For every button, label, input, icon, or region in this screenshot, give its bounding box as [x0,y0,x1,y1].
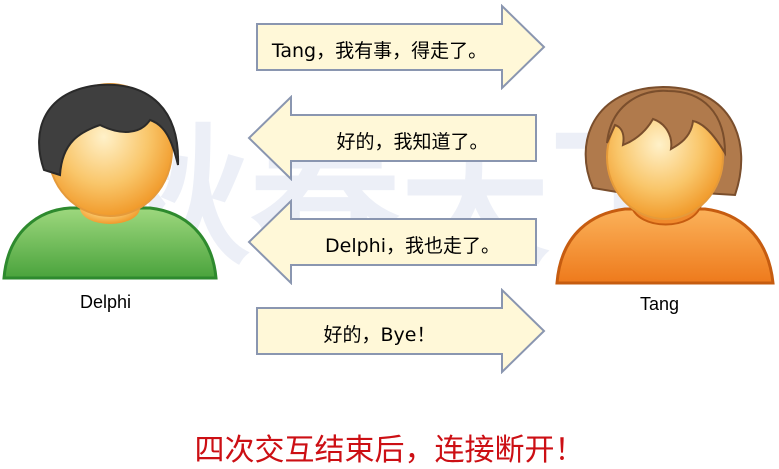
message-arrow-1 [256,4,546,90]
tang-person-icon [555,85,775,285]
message-arrow-4 [256,288,546,374]
caption: 四次交互结束后，连接断开！ [194,433,585,468]
delphi-name: Delphi [80,292,132,312]
message-2-label: 好的，我知道了。 [336,131,489,153]
message-1-label: Tang，我有事，得走了。 [271,40,488,62]
message-arrow-2 [247,95,537,181]
message-4-label: 好的，Bye！ [323,324,436,346]
tang-name: Tang [640,294,680,314]
message-3-label: Delphi，我也走了。 [325,235,500,257]
delphi-person-icon [2,83,218,280]
message-arrow-3 [247,199,537,285]
